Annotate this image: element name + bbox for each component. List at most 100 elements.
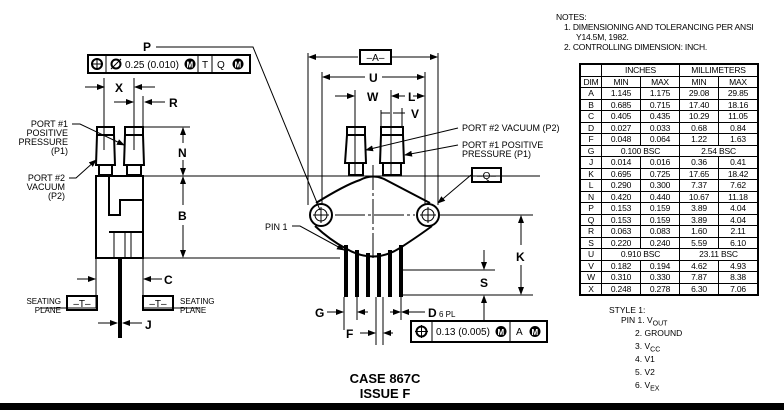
pin-name: GROUND [644, 327, 683, 338]
dim-cell: A [579, 87, 602, 100]
mmc-icon [529, 326, 541, 337]
dim-n-label: N [178, 146, 187, 160]
value-cell: 0.715 [640, 98, 680, 111]
value-cell: 0.100 BSC [601, 144, 680, 157]
svg-text:SEATING: SEATING [180, 297, 215, 306]
svg-text:SEATING: SEATING [26, 297, 61, 306]
svg-text:–T–: –T– [73, 299, 91, 310]
datum-ref: A [516, 327, 523, 338]
pin-number: 2. [635, 327, 643, 338]
bottom-border [0, 403, 784, 410]
value-cell: 10.29 [679, 110, 719, 123]
side-view: 0.25 (0.010) M T Q M P X R [18, 40, 540, 338]
value-cell: 2.11 [718, 225, 759, 238]
value-cell: 0.725 [640, 167, 680, 180]
dim-r-label: R [169, 96, 178, 110]
value-cell: 0.153 [601, 213, 641, 226]
dim-v-label: V [411, 107, 419, 121]
value-cell: 0.014 [601, 156, 641, 169]
pin-number: 5. [635, 367, 643, 378]
svg-text:PORT #2: PORT #2 [28, 173, 65, 183]
value-cell: 6.10 [718, 236, 759, 249]
pin-subscript: EX [650, 386, 660, 394]
pin-item: 5. V2 [609, 368, 682, 381]
datum-ref: Q [217, 60, 225, 71]
value-cell: 4.04 [718, 202, 759, 215]
pin-name: V [644, 380, 651, 391]
pin-item: PIN 1. VOUT [609, 315, 682, 329]
mounting-hole [416, 203, 440, 227]
value-cell: 0.300 [640, 179, 680, 192]
value-cell: 0.033 [640, 121, 680, 134]
tolerance-value: 0.13 (0.005) [436, 327, 490, 338]
header-max: MAX [718, 75, 759, 88]
value-cell: 0.027 [601, 121, 641, 134]
value-cell: 8.38 [718, 271, 759, 284]
dim-x-label: X [115, 81, 123, 95]
pin-name: V [644, 340, 651, 351]
svg-text:–A–: –A– [367, 53, 385, 64]
value-cell: 0.083 [640, 225, 680, 238]
value-cell: 4.62 [679, 259, 719, 272]
front-port1-label: PORT #1 POSITIVE [462, 140, 543, 150]
value-cell: 0.695 [601, 167, 641, 180]
svg-text:PORT #1: PORT #1 [31, 119, 68, 129]
value-cell: 0.159 [640, 202, 680, 215]
lead-position-tolerance-frame: 0.13 (0.005) M A M [410, 320, 548, 343]
side-body [95, 175, 144, 338]
value-cell: 2.54 BSC [679, 144, 759, 157]
value-cell: 17.40 [679, 98, 719, 111]
dim-c-label: C [164, 273, 173, 287]
dim-p-label: P [143, 40, 151, 54]
value-cell: 1.175 [640, 87, 680, 100]
header-dim: DIM [579, 75, 602, 88]
value-cell: 0.290 [601, 179, 641, 192]
value-cell: 0.36 [679, 156, 719, 169]
dim-b-label: B [178, 209, 187, 223]
dim-cell: G [579, 144, 602, 157]
value-cell: 0.016 [640, 156, 680, 169]
value-cell: 1.63 [718, 133, 759, 146]
value-cell: 0.182 [601, 259, 641, 272]
value-cell: 5.59 [679, 236, 719, 249]
value-cell: 0.910 BSC [601, 248, 680, 261]
pin1-label: PIN 1 [265, 222, 288, 232]
issue-title: ISSUE F [360, 386, 411, 401]
notes: NOTES: 1. DIMENSIONING AND TOLERANCING P… [556, 12, 754, 52]
svg-text:POSITIVE: POSITIVE [26, 128, 68, 138]
style-heading: STYLE 1: [609, 305, 646, 315]
value-cell: 7.62 [718, 179, 759, 192]
lead [118, 258, 122, 338]
value-cell: 4.04 [718, 213, 759, 226]
front-body [309, 165, 533, 260]
dim-cell: J [579, 156, 602, 169]
value-cell: 3.89 [679, 202, 719, 215]
value-cell: 7.06 [718, 282, 759, 296]
leads [344, 245, 403, 297]
header-min: MIN [679, 75, 719, 88]
pin-name: V2 [644, 367, 655, 378]
dim-cell: K [579, 167, 602, 180]
tolerance-value: 0.25 (0.010) [125, 60, 179, 71]
dim-s-label: S [480, 276, 488, 290]
dimension-table: INCHES MILLIMETERS DIM MIN MAX MIN MAX A… [579, 63, 759, 296]
dim-cell: F [579, 133, 602, 146]
value-cell: 23.11 BSC [679, 248, 759, 261]
position-tolerance-frame: 0.25 (0.010) M T Q M [87, 54, 251, 74]
pin-item: 3. VCC [609, 340, 682, 355]
value-cell: 6.30 [679, 282, 719, 296]
dim-g-label: G [315, 306, 324, 320]
